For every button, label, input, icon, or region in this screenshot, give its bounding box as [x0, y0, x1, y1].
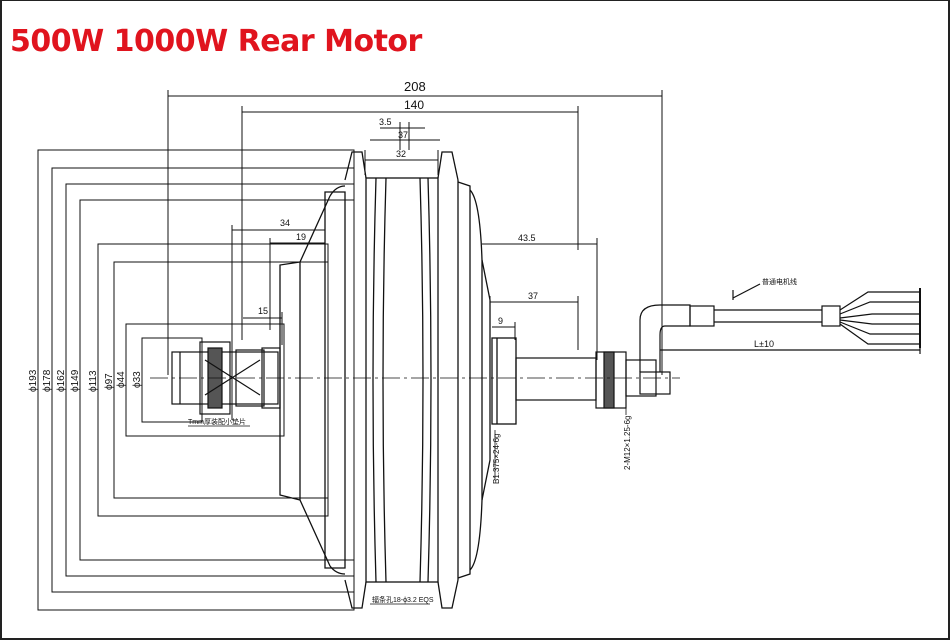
- dim-32: 32: [396, 149, 406, 159]
- thread-note-left: 2-M12×1.25-6g: [623, 416, 632, 470]
- dia-149: ϕ149: [70, 369, 81, 392]
- dim-length-l: L±10: [754, 339, 774, 349]
- dia-44: ϕ44: [116, 371, 127, 388]
- dim-overall-width: 208: [404, 79, 426, 94]
- dim-34: 34: [280, 218, 290, 228]
- dim-9: 9: [498, 316, 503, 326]
- thread-note-right: B1.375×24-6g: [492, 434, 501, 485]
- page-title: 500W 1000W Rear Motor: [10, 24, 422, 59]
- motor-hub: [279, 151, 517, 609]
- dia-162: ϕ162: [56, 369, 67, 392]
- cable-note: 普通电机线: [762, 277, 797, 286]
- dim-43-5: 43.5: [518, 233, 536, 243]
- dim-15: 15: [258, 306, 268, 316]
- spoke-hole-note: 辐条孔18-ϕ3.2 EQS: [372, 595, 434, 604]
- dim-19: 19: [296, 232, 306, 242]
- dim-37-top: 37: [398, 130, 408, 140]
- dia-33: ϕ33: [132, 371, 143, 388]
- dim-140: 140: [404, 98, 424, 112]
- axle-washer-note: Tmm厚装配小垫片: [188, 417, 246, 426]
- dia-193: ϕ193: [28, 369, 39, 392]
- diameter-dimensions: [37, 149, 355, 611]
- cable: [639, 283, 921, 395]
- dia-97: ϕ97: [104, 373, 115, 390]
- dim-3-5: 3.5: [379, 117, 392, 127]
- dim-37-right: 37: [528, 291, 538, 301]
- dia-178: ϕ178: [42, 369, 53, 392]
- dia-113: ϕ113: [88, 370, 99, 392]
- top-dimensions: [167, 90, 663, 420]
